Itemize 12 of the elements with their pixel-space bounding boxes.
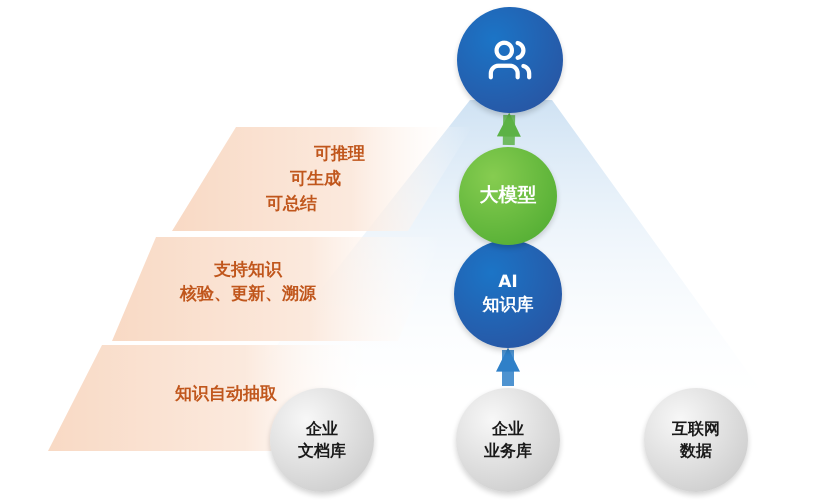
node-label: 大模型 bbox=[478, 183, 538, 208]
node-label: 企业文档库 bbox=[297, 418, 347, 462]
node-label: 企业业务库 bbox=[483, 418, 533, 462]
arrow bbox=[496, 348, 520, 386]
band-label: 支持知识核验、更新、溯源 bbox=[178, 259, 318, 306]
band-label: 可总结 bbox=[266, 193, 317, 216]
band-label: 可生成 bbox=[290, 168, 341, 191]
arrow bbox=[496, 112, 521, 146]
node-label: AI 知识库 bbox=[481, 271, 534, 317]
band-label: 可推理 bbox=[314, 143, 365, 166]
band-label: 知识自动抽取 bbox=[174, 383, 278, 406]
node-label: 互联网数据 bbox=[671, 418, 721, 462]
